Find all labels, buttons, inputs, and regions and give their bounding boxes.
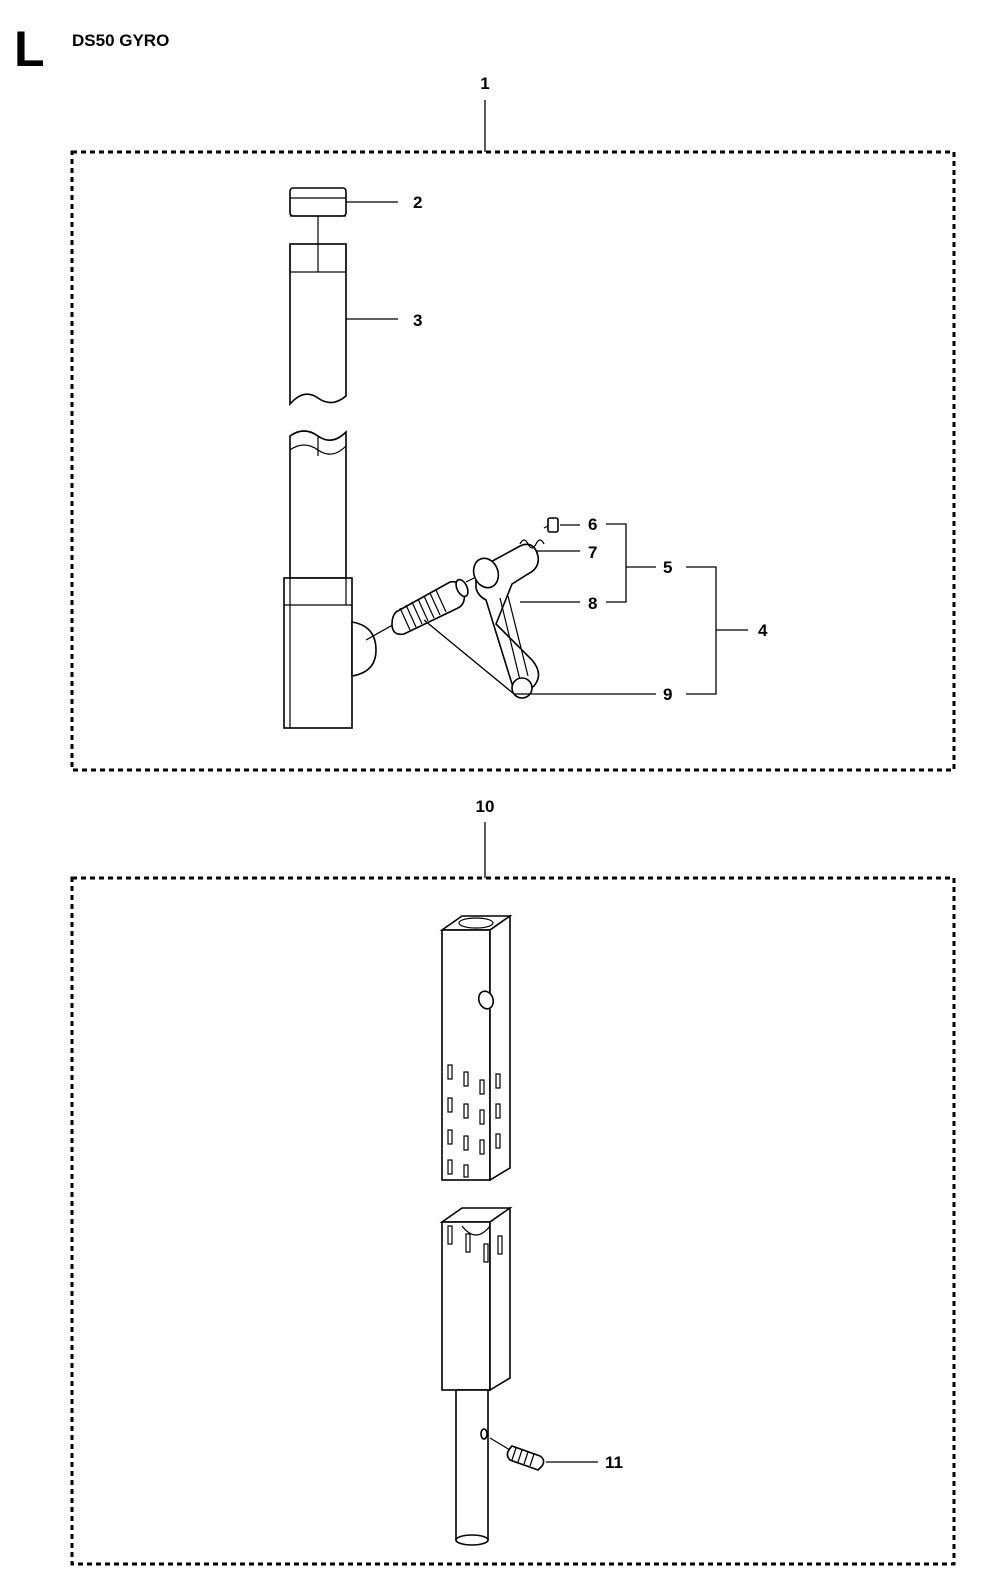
part-7-spring [519, 539, 545, 549]
callout-6: 6 [588, 515, 597, 534]
part-11-set-screw [489, 1437, 545, 1471]
callout-4: 4 [758, 621, 768, 640]
part-3-tube [289, 243, 347, 579]
assembly-1-group: 1 2 3 [70, 74, 956, 772]
lower-square-tube [439, 1206, 513, 1392]
assembly-10-box [70, 876, 956, 1566]
assembly-1-box [70, 150, 956, 772]
callout-2: 2 [413, 193, 422, 212]
callout-10: 10 [476, 797, 495, 816]
part-2-end-cap [289, 187, 347, 244]
callout-9: 9 [663, 685, 672, 704]
callout-7: 7 [588, 543, 597, 562]
part-6-screw [543, 517, 559, 533]
clamp-housing [283, 577, 399, 729]
model-title: DS50 GYRO [72, 31, 170, 50]
part-9-threaded-stud [391, 569, 491, 636]
callout-8: 8 [588, 594, 597, 613]
part-8-lever-handle [472, 543, 540, 699]
callout-3: 3 [413, 311, 422, 330]
bracket-5 [606, 523, 627, 603]
section-letter: L [14, 21, 45, 77]
callout-5: 5 [663, 558, 672, 577]
callout-11: 11 [605, 1453, 623, 1472]
callout-1: 1 [480, 74, 489, 93]
upper-square-tube [439, 914, 513, 1182]
bracket-4 [686, 566, 717, 695]
assembly-10-group: 10 [70, 797, 956, 1566]
round-pin [455, 1389, 489, 1546]
leader-9 [423, 619, 656, 695]
